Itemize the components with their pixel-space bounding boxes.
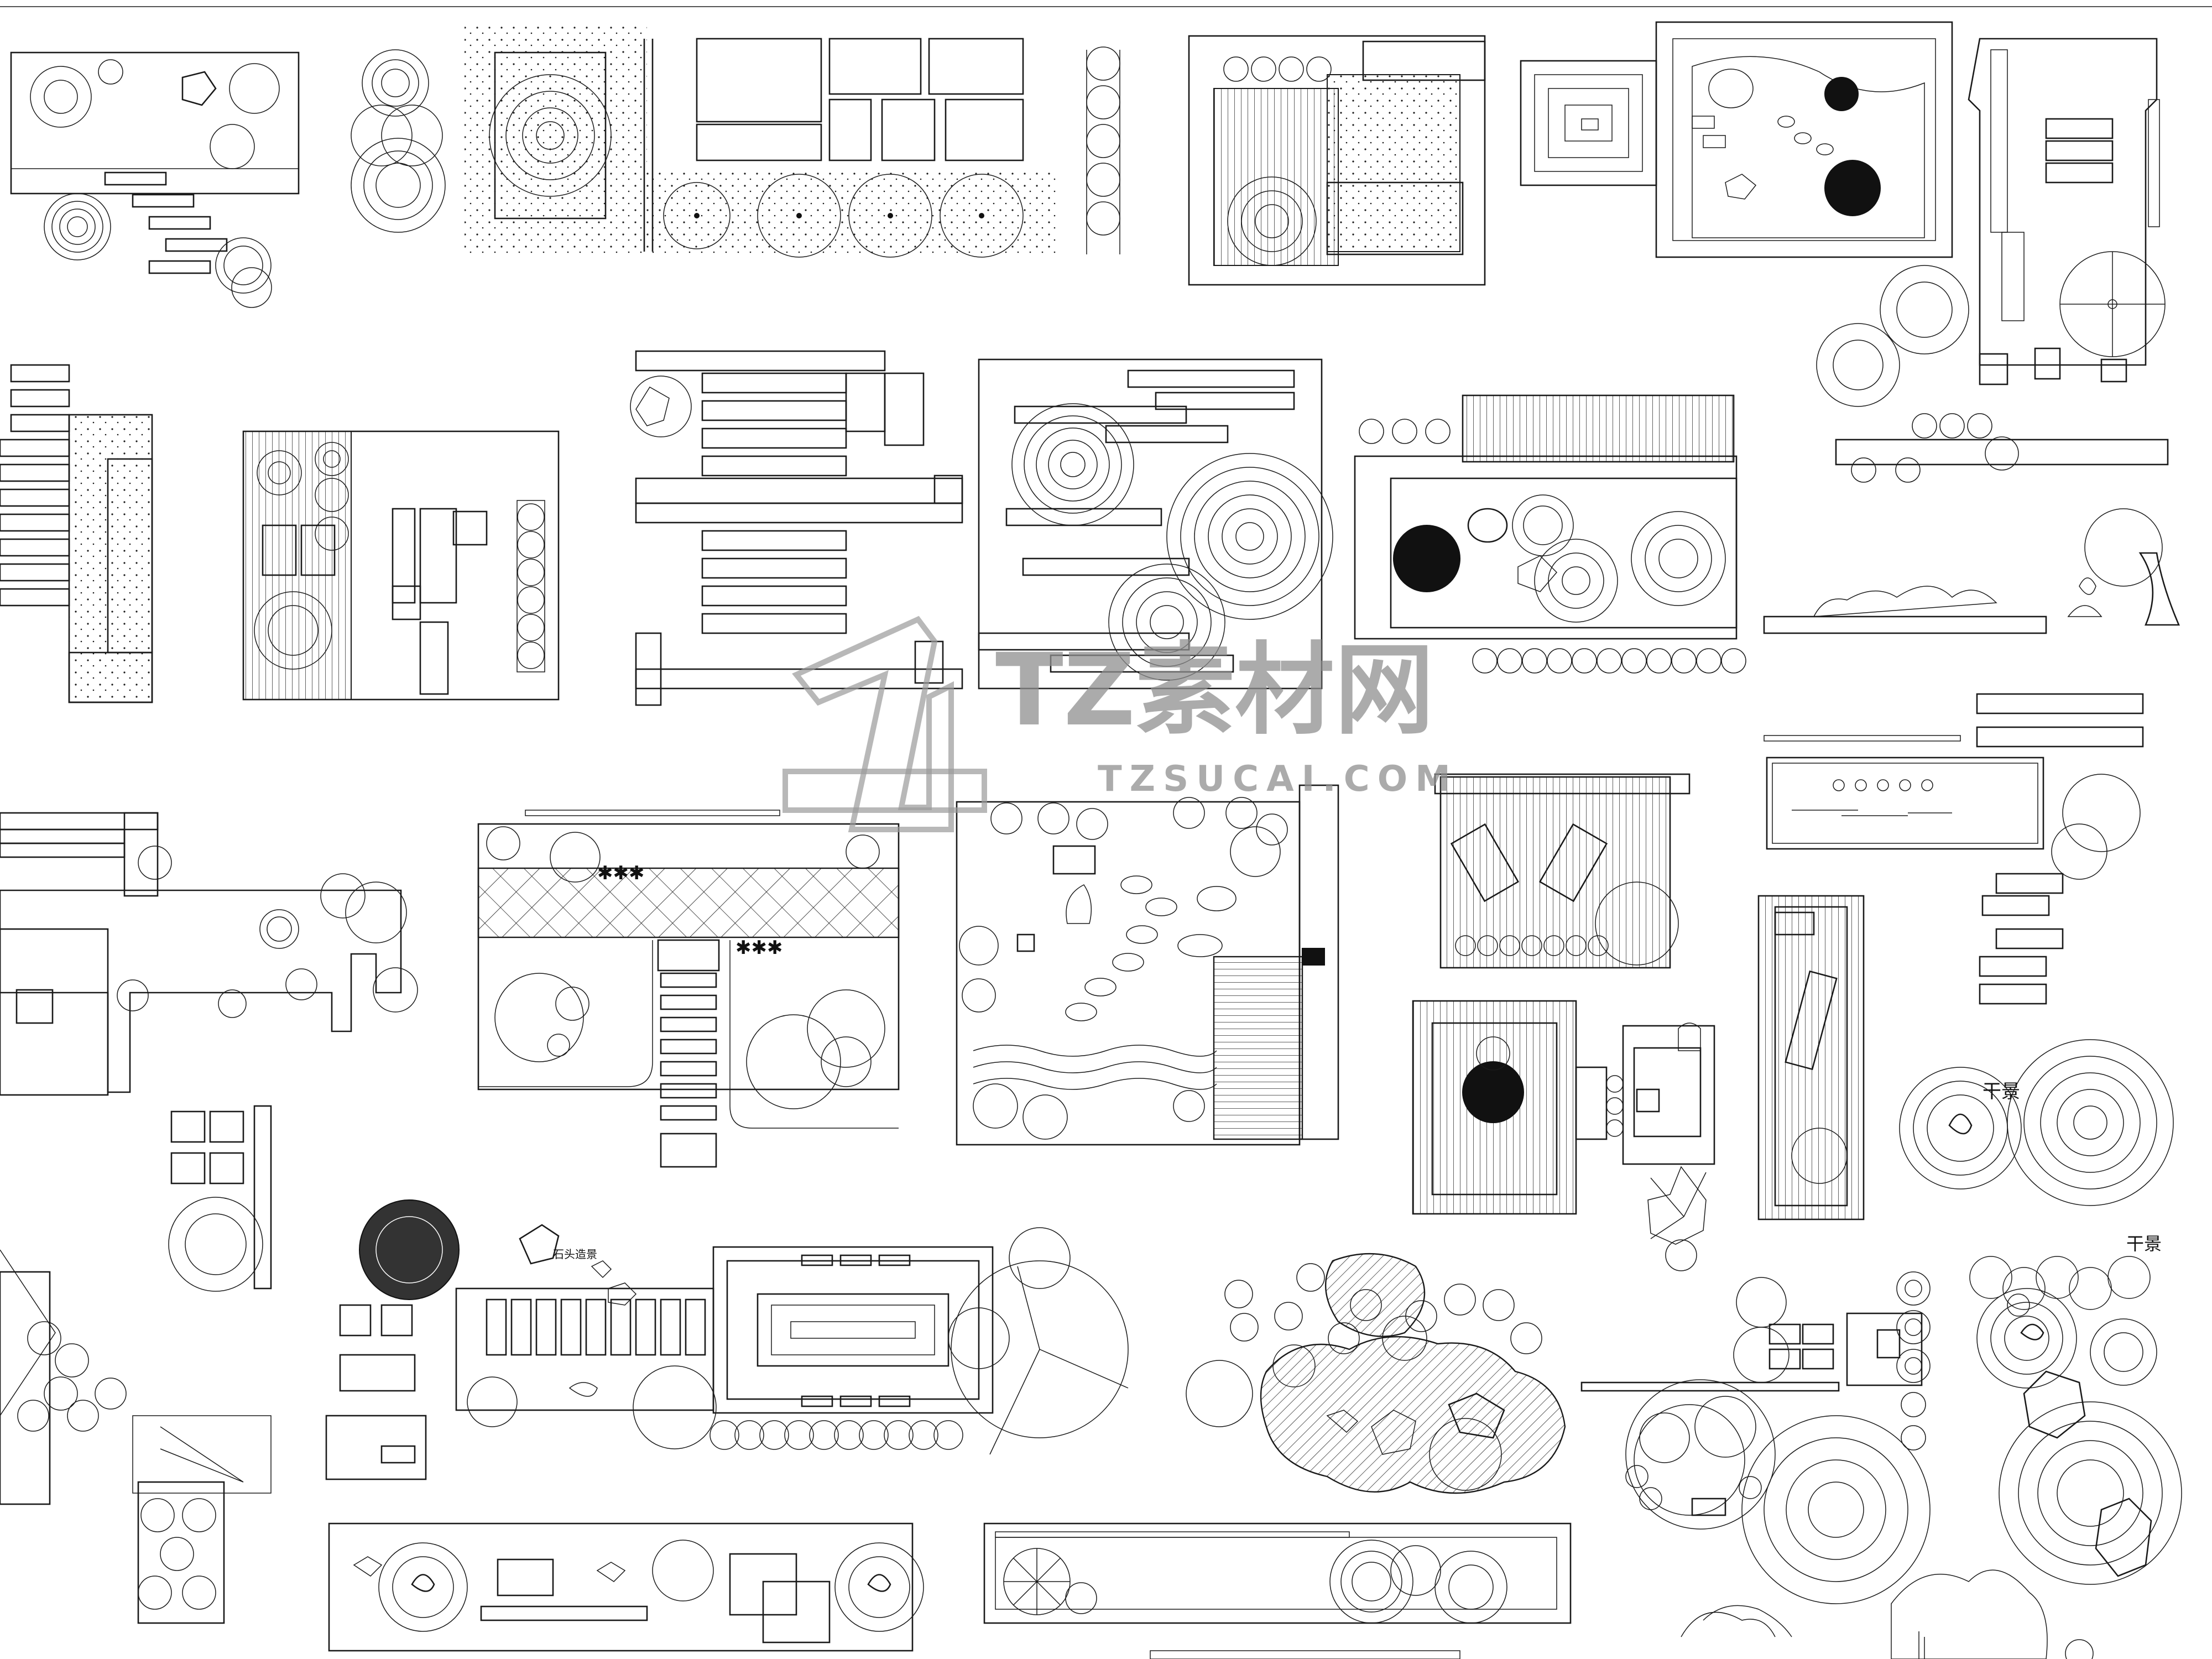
shrub-icon <box>652 1540 714 1601</box>
plan-block-12-raked-circles <box>978 358 1333 690</box>
plan-block-17 <box>956 784 1339 1146</box>
plan-block-14 <box>1763 413 2180 634</box>
tree-canopy-icon <box>359 1199 460 1300</box>
plan-block-3 <box>465 22 647 254</box>
plan-block-8 <box>1968 38 2166 385</box>
plan-block-18 <box>1434 773 1691 969</box>
plan-block-19 <box>1412 1000 1715 1271</box>
shrub-icon <box>30 59 280 169</box>
boulder-icon <box>2023 1370 2086 1439</box>
boulder-icon <box>635 386 670 426</box>
plan-block-26 <box>1186 1253 1566 1494</box>
plan-block-16: ✱✱✱ ✱✱✱ <box>477 810 900 1168</box>
sheet-edge-block <box>1150 1650 1460 1659</box>
boulder-icon <box>1448 1392 1505 1439</box>
tree-canopy-icon <box>1227 176 1317 266</box>
tree-canopy-icon <box>821 1036 872 1087</box>
watermark-url: TZSUCAI.COM <box>1098 759 1458 800</box>
watermark-brand: TZ素材网 <box>995 633 1434 748</box>
stone-note-label: 石头造景 <box>553 1248 597 1261</box>
tree-group-a <box>1816 265 1969 407</box>
shrub-icon <box>550 832 601 883</box>
stepping-stones <box>1065 875 1237 1021</box>
tree-group-bottom <box>1681 1611 2094 1659</box>
plan-block-28 <box>1733 1271 1931 1451</box>
plan-block-29-dry-landscape: 干景 <box>1969 1233 2162 1389</box>
plan-block-9 <box>0 364 153 703</box>
plan-block-7 <box>1520 21 1953 258</box>
tree-canopy-icon <box>2084 508 2163 587</box>
tree-canopy-icon <box>1186 1360 1253 1427</box>
watermark-logo: TZ素材网 TZSUCAI.COM <box>782 615 1458 832</box>
dry-landscape-label-1: 干景 <box>1983 1081 2020 1103</box>
svg-text:✱✱✱: ✱✱✱ <box>597 862 644 884</box>
plan-block-4 <box>643 38 1056 258</box>
plan-block-20 <box>1764 693 2144 1005</box>
plan-block-30 <box>1703 1370 2182 1659</box>
dry-landscape-label-2: 干景 <box>2126 1233 2162 1254</box>
tree-canopy-icon <box>168 1197 263 1292</box>
plan-block-22-dry-landscape: 干景 <box>1899 1039 2174 1206</box>
plan-block-25 <box>455 1227 1129 1455</box>
plan-block-1 <box>10 51 300 308</box>
plan-block-24: 石头造景 <box>325 1199 637 1480</box>
plan-block-15 <box>0 812 418 1096</box>
plan-block-13 <box>1354 394 1746 674</box>
raked-gravel-icon <box>44 193 111 260</box>
plan-block-31 <box>328 1522 924 1652</box>
plan-block-2 <box>351 49 446 233</box>
tree-canopy-icon <box>1462 1061 1524 1123</box>
tree-canopy-icon <box>1393 525 1460 592</box>
plan-block-6 <box>1188 35 1486 286</box>
plan-block-32 <box>983 1522 1572 1624</box>
shrub-icon <box>1694 1396 1756 1458</box>
plan-block-10 <box>242 430 560 701</box>
svg-text:✱✱✱: ✱✱✱ <box>735 937 782 959</box>
plan-block-27 <box>1580 1379 1931 1604</box>
plan-block-23 <box>0 1105 272 1624</box>
shrub-icon <box>2062 774 2141 852</box>
plan-block-21 <box>1757 895 1865 1220</box>
boulder-icon <box>181 71 217 106</box>
plan-block-11 <box>630 350 963 706</box>
boulder-icon <box>519 1224 560 1265</box>
plan-block-5 <box>1086 46 1120 254</box>
